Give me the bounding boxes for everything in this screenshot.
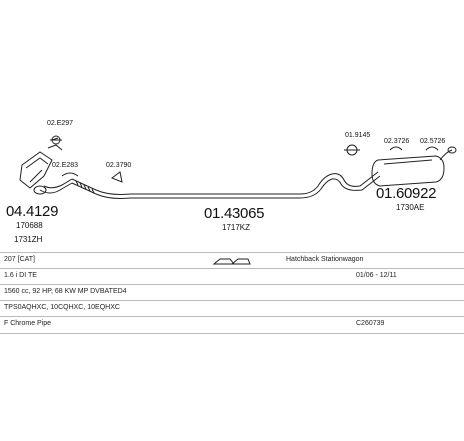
table-row: TPS0AQHXC, 10CQHXC, 10EQHXC bbox=[0, 300, 464, 317]
part-code-p2: 01.43065 bbox=[204, 205, 265, 222]
part-code-s4: 01.9145 bbox=[345, 132, 371, 139]
part-code-s5: 02.3726 bbox=[384, 138, 410, 145]
part-sub2-p1: 1731ZH bbox=[14, 235, 43, 244]
pipe-note-cell: F Chrome Pipe bbox=[4, 320, 52, 327]
flex-joint-drawing bbox=[71, 178, 97, 195]
table-row: F Chrome Pipe C260739 bbox=[0, 316, 464, 334]
part-code-p1: 04.4129 bbox=[6, 203, 59, 220]
specs-cell: 1560 cc, 92 HP, 68 KW MP DVBATED4 bbox=[4, 288, 127, 295]
table-row: 207 [CAT] Hatchback Stationwagon bbox=[0, 252, 464, 269]
table-row: 1.6 i DI TE 01/06 - 12/11 bbox=[0, 268, 464, 285]
body-type-cell: Hatchback Stationwagon bbox=[286, 256, 364, 263]
part-code-s6: 02.5726 bbox=[420, 138, 446, 145]
rear-silencer-drawing bbox=[371, 146, 457, 187]
catalytic-converter-drawing bbox=[19, 137, 73, 195]
ref-cell: C260739 bbox=[356, 320, 385, 327]
engine-cell: 1.6 i DI TE bbox=[4, 272, 37, 279]
part-sub1-p1: 170688 bbox=[16, 221, 43, 230]
part-code-p3: 01.60922 bbox=[376, 185, 437, 202]
period-cell: 01/06 - 12/11 bbox=[356, 272, 397, 279]
table-row: 1560 cc, 92 HP, 68 KW MP DVBATED4 bbox=[0, 284, 464, 301]
part-code-s2: 02.E283 bbox=[52, 162, 79, 169]
middle-pipe-drawing bbox=[95, 171, 381, 199]
part-sub1-p3: 1730AE bbox=[396, 203, 425, 212]
part-sub1-p2: 1717KZ bbox=[222, 223, 251, 232]
body-type-icon bbox=[212, 258, 251, 265]
part-code-s1: 02.E297 bbox=[47, 120, 74, 127]
exhaust-drawing bbox=[19, 135, 457, 199]
clamp-icons bbox=[50, 135, 439, 183]
exhaust-diagram: 02.E297 02.E283 02.3790 01.9145 02.3726 … bbox=[6, 120, 457, 244]
model-cell: 207 [CAT] bbox=[4, 256, 35, 263]
part-code-s3: 02.3790 bbox=[106, 162, 132, 169]
codes-cell: TPS0AQHXC, 10CQHXC, 10EQHXC bbox=[4, 304, 120, 311]
